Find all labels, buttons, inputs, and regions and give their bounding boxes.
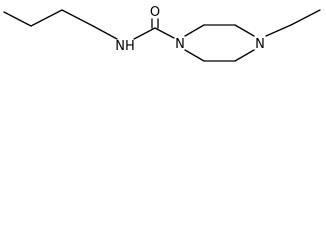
butyl-bond-2 bbox=[30, 9, 63, 27]
butyl-bond-to-nh bbox=[92, 25, 118, 40]
chemical-structure: O NH N N bbox=[0, 0, 326, 85]
butyl-bond-3 bbox=[61, 9, 94, 27]
butyl-bond-1 bbox=[3, 11, 32, 27]
ring-nitrogen-carboxamide-label: N bbox=[175, 37, 185, 52]
nh-to-carbonyl-bond bbox=[133, 27, 156, 40]
ring-bond-3 bbox=[234, 24, 255, 37]
oxygen-label: O bbox=[150, 5, 160, 20]
ring-bond-6 bbox=[184, 49, 205, 62]
canvas-background bbox=[0, 0, 326, 85]
ethyl-bond-2 bbox=[290, 9, 321, 26]
ring-nitrogen-ethyl-label: N bbox=[255, 37, 265, 52]
ethyl-bond-1 bbox=[265, 24, 292, 37]
ring-bond-4 bbox=[234, 49, 255, 62]
ring-bond-1 bbox=[184, 24, 205, 37]
amide-nitrogen-label: NH bbox=[115, 39, 135, 54]
carbonyl-to-ring-n-bond bbox=[154, 27, 175, 39]
